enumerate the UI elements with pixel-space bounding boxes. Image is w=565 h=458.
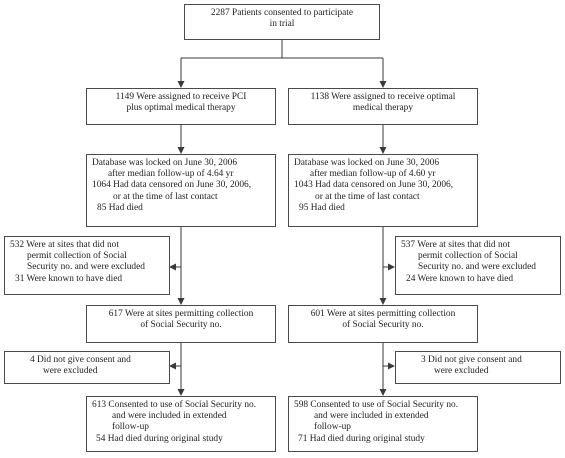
omt-permitting-line: of Social Security no. xyxy=(342,320,424,331)
omt-no-consent-line: were excluded xyxy=(434,366,489,377)
pci-database-line: or at the time of last contact xyxy=(113,191,218,202)
omt-no-consent-box: 3 Did not give consent and were excluded xyxy=(395,351,561,384)
pci-excluded-line: 31 Were known to have died xyxy=(15,273,123,284)
pci-assigned-line: plus optimal medical therapy xyxy=(126,103,236,114)
pci-excluded-line: 532 Were at sites that did not xyxy=(10,240,119,250)
omt-consented-line: 598 Consented to use of Social Security … xyxy=(294,400,459,410)
omt-excluded-line: Security no. and were excluded xyxy=(418,262,536,273)
omt-database-line: 95 Had died xyxy=(299,202,345,213)
pci-database-box: Database was locked on June 30, 2006 aft… xyxy=(86,154,276,227)
omt-permitting-line: 601 Were at sites permitting collection xyxy=(310,309,456,319)
pci-excluded-line: permit collection of Social xyxy=(27,251,127,262)
pci-consented-line: and were included in extended xyxy=(112,411,227,422)
enrollment-line: 2287 Patients consented to participate xyxy=(210,8,354,18)
pci-database-line: 85 Had died xyxy=(97,202,143,213)
pci-consented-line: follow-up xyxy=(112,422,149,433)
omt-excluded-line: 537 Were at sites that did not xyxy=(401,240,510,250)
pci-database-line: 1064 Had data censored on June 30, 2006, xyxy=(92,180,252,191)
omt-database-box: Database was locked on June 30, 2006 aft… xyxy=(288,154,478,227)
pci-no-consent-line: 4 Did not give consent and xyxy=(30,355,131,365)
omt-consented-line: 71 Had died during original study xyxy=(298,433,425,444)
omt-assigned-box: 1138 Were assigned to receive optimal me… xyxy=(288,88,478,125)
omt-assigned-line: 1138 Were assigned to receive optimal xyxy=(310,92,456,102)
pci-no-consent-box: 4 Did not give consent and were excluded xyxy=(4,351,170,384)
omt-database-line: or at the time of last contact xyxy=(315,191,420,202)
pci-database-line: after median follow-up of 4.64 yr xyxy=(108,169,234,180)
pci-consented-box: 613 Consented to use of Social Security … xyxy=(86,396,276,452)
omt-excluded-line: 24 Were known to have died xyxy=(406,273,514,284)
pci-consented-line: 613 Consented to use of Social Security … xyxy=(92,400,257,410)
pci-excluded-line: Security no. and were excluded xyxy=(27,262,145,273)
pci-permitting-sites-box: 617 Were at sites permitting collection … xyxy=(86,305,276,343)
pci-permitting-line: 617 Were at sites permitting collection xyxy=(108,309,254,319)
omt-permitting-sites-box: 601 Were at sites permitting collection … xyxy=(288,305,478,343)
omt-excluded-line: permit collection of Social xyxy=(418,251,518,262)
omt-consented-line: and were included in extended xyxy=(314,411,429,422)
pci-excluded-sites-box: 532 Were at sites that did not permit co… xyxy=(4,236,170,295)
pci-database-line: Database was locked on June 30, 2006 xyxy=(92,158,238,168)
omt-database-line: 1043 Had data censored on June 30, 2006, xyxy=(294,180,454,191)
pci-assigned-box: 1149 Were assigned to receive PCI plus o… xyxy=(86,88,276,125)
pci-permitting-line: of Social Security no. xyxy=(140,320,222,331)
enrollment-line: in trial xyxy=(269,19,295,30)
pci-assigned-line: 1149 Were assigned to receive PCI xyxy=(115,92,247,102)
omt-assigned-line: medical therapy xyxy=(352,103,414,114)
omt-database-line: after median follow-up of 4.60 yr xyxy=(310,169,436,180)
pci-consented-line: 54 Had died during original study xyxy=(96,433,223,444)
enrollment-box: 2287 Patients consented to participate i… xyxy=(184,4,380,40)
omt-database-line: Database was locked on June 30, 2006 xyxy=(294,158,440,168)
omt-excluded-sites-box: 537 Were at sites that did not permit co… xyxy=(395,236,561,295)
omt-consented-line: follow-up xyxy=(314,422,351,433)
omt-no-consent-line: 3 Did not give consent and xyxy=(421,355,522,365)
pci-no-consent-line: were excluded xyxy=(43,366,98,377)
omt-consented-box: 598 Consented to use of Social Security … xyxy=(288,396,478,452)
